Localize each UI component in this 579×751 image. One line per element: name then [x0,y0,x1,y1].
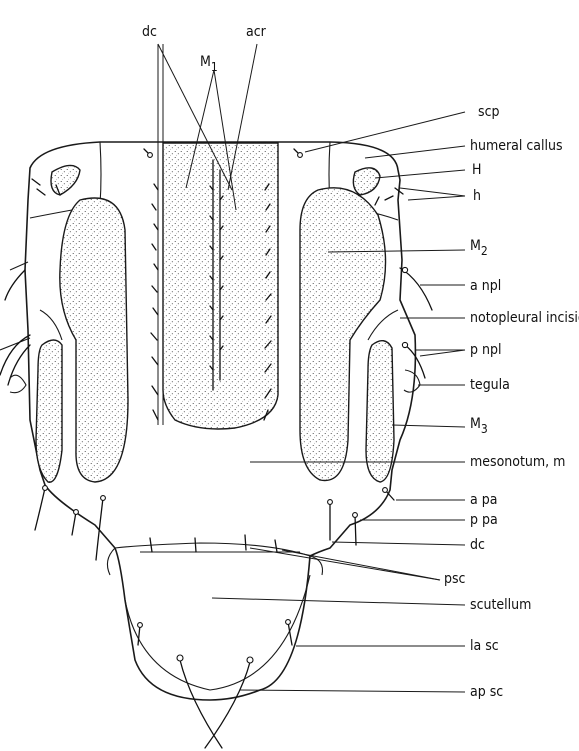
label-p-pa: p pa [470,512,498,528]
label-H: H [472,162,481,178]
label-ap-sc: ap sc [470,684,503,700]
humeral-callus-left [51,165,80,195]
label-m3: M3 [470,416,488,436]
m3-left [36,340,62,482]
label-notopleural-incision: notopleural incision [470,310,579,326]
label-acr: acr [246,24,267,40]
label-a-pa: a pa [470,492,497,508]
label-mesonotum: mesonotum, m [470,454,565,470]
label-a-npl: a npl [470,278,501,294]
label-h: h [473,188,481,204]
stippled-areas [36,143,394,482]
label-scp: scp [478,104,500,120]
label-dc-right: dc [470,537,485,553]
label-p-npl: p npl [470,342,501,358]
label-scutellum: scutellum [470,597,531,613]
label-humeral-callus: humeral callus [470,138,563,154]
label-tegula: tegula [470,377,510,393]
label-psc: psc [444,571,466,587]
label-la-sc: la sc [470,638,499,654]
label-m2: M2 [470,238,488,258]
m3-right [366,341,394,482]
label-dc-top: dc [142,24,157,40]
m2-left [60,198,128,482]
label-m1: M1 [200,54,218,74]
humeral-callus-right [353,168,380,195]
